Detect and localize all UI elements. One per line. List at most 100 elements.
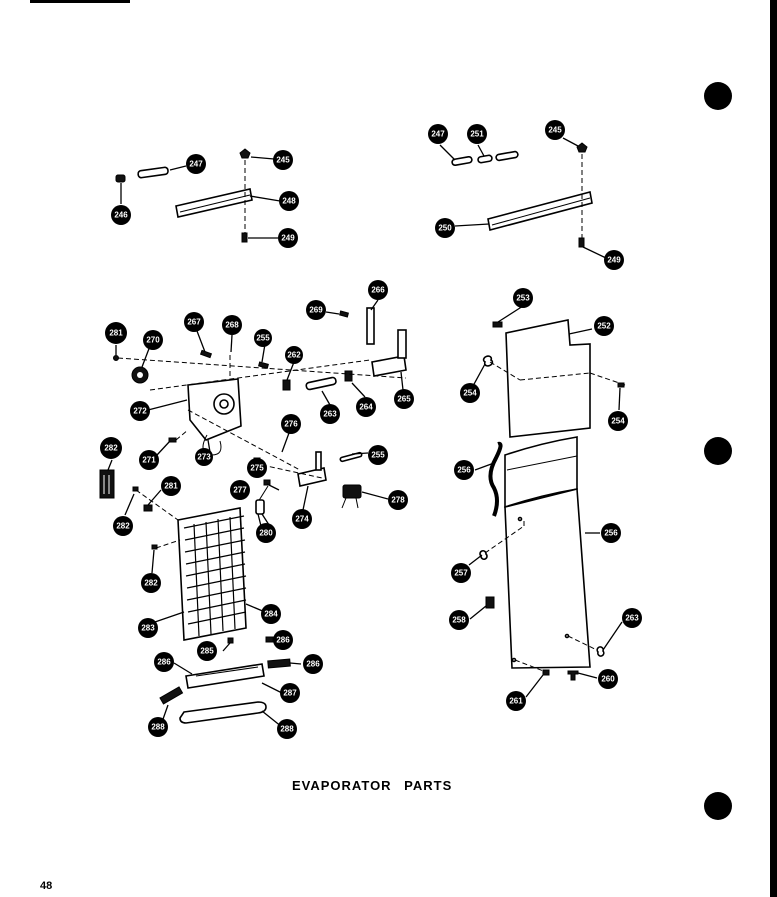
callout-286-b: 286 (154, 652, 174, 672)
svg-text:281: 281 (109, 329, 123, 338)
binder-hole (704, 437, 732, 465)
spacer-part (477, 154, 493, 164)
callout-282-c: 282 (141, 573, 161, 593)
callout-285: 285 (197, 641, 217, 661)
svg-text:264: 264 (359, 403, 373, 412)
bushing-part (115, 174, 126, 183)
callout-256-b: 256 (601, 523, 621, 543)
callout-255-b: 255 (368, 445, 388, 465)
callout-258: 258 (449, 610, 469, 630)
svg-text:287: 287 (283, 689, 297, 698)
screw-part (567, 670, 579, 681)
spring-part (267, 658, 291, 669)
pin-part (451, 155, 473, 167)
svg-text:271: 271 (142, 456, 156, 465)
callout-245-b: 245 (545, 120, 565, 140)
callout-271: 271 (139, 450, 159, 470)
svg-text:263: 263 (625, 614, 639, 623)
callout-282-b: 282 (113, 516, 133, 536)
callout-281-b: 281 (161, 476, 181, 496)
callout-262: 262 (285, 346, 303, 364)
callout-287: 287 (280, 683, 300, 703)
callout-263-b: 263 (622, 608, 642, 628)
svg-text:260: 260 (601, 675, 615, 684)
shelf-rail-part (487, 191, 593, 231)
callout-267: 267 (184, 312, 204, 332)
callout-284: 284 (261, 604, 281, 624)
svg-text:258: 258 (452, 616, 466, 625)
callout-272: 272 (130, 401, 150, 421)
evaporator-covers (468, 305, 626, 698)
callout-281-a: 281 (105, 322, 127, 344)
heater-element-part (179, 701, 267, 724)
screw-part (578, 237, 585, 248)
lower-cover-part (504, 487, 591, 669)
svg-text:276: 276 (284, 420, 298, 429)
svg-text:278: 278 (391, 496, 405, 505)
svg-text:284: 284 (264, 610, 278, 619)
callout-247-b: 247 (428, 124, 448, 144)
svg-text:274: 274 (295, 515, 309, 524)
shelf-rail-part (175, 188, 253, 218)
svg-text:275: 275 (250, 464, 264, 473)
callout-246-a: 246 (111, 205, 131, 225)
scan-mark (30, 0, 130, 3)
callout-283: 283 (138, 618, 158, 638)
switch-part (342, 484, 362, 499)
callout-275: 275 (247, 458, 267, 478)
callout-254-a: 254 (460, 383, 480, 403)
svg-text:256: 256 (457, 466, 471, 475)
svg-text:282: 282 (144, 579, 158, 588)
callout-274: 274 (292, 509, 312, 529)
callout-251: 251 (467, 124, 487, 144)
svg-text:248: 248 (282, 197, 296, 206)
callout-253: 253 (513, 288, 533, 308)
diagram-caption: EVAPORATOR PARTS (292, 778, 453, 793)
cap-part (239, 148, 251, 159)
callout-265: 265 (394, 389, 414, 409)
svg-text:273: 273 (197, 453, 211, 462)
svg-text:249: 249 (281, 234, 295, 243)
svg-text:266: 266 (371, 286, 385, 295)
svg-text:267: 267 (187, 318, 201, 327)
svg-text:286: 286 (157, 658, 171, 667)
svg-text:245: 245 (276, 156, 290, 165)
cap-part (576, 142, 588, 153)
bearing-block-part (371, 355, 407, 377)
callout-286-c: 286 (303, 654, 323, 674)
svg-text:268: 268 (225, 321, 239, 330)
gasket-part (488, 441, 503, 517)
svg-text:253: 253 (516, 294, 530, 303)
pin-part (495, 150, 519, 162)
callout-277: 277 (230, 480, 250, 500)
callout-264: 264 (356, 397, 376, 417)
binder-hole (704, 82, 732, 110)
svg-text:255: 255 (256, 334, 270, 343)
callout-280-a: 280 (256, 523, 276, 543)
svg-text:270: 270 (146, 336, 160, 345)
callout-257: 257 (451, 563, 471, 583)
rod-part (366, 307, 375, 345)
svg-text:254: 254 (611, 417, 625, 426)
callout-250: 250 (435, 218, 455, 238)
callout-249-a: 249 (278, 228, 298, 248)
clamp-part (99, 469, 115, 499)
svg-text:265: 265 (397, 395, 411, 404)
svg-text:281: 281 (164, 482, 178, 491)
evaporator-coil (99, 459, 302, 728)
callout-288-b: 288 (277, 719, 297, 739)
callout-255-a: 255 (254, 329, 272, 347)
svg-text:277: 277 (233, 486, 247, 495)
callout-276: 276 (281, 414, 301, 434)
callout-288-a: 288 (148, 717, 168, 737)
callout-261: 261 (506, 691, 526, 711)
callout-249-b: 249 (604, 250, 624, 270)
svg-text:288: 288 (280, 725, 294, 734)
svg-text:250: 250 (438, 224, 452, 233)
callout-270: 270 (143, 330, 163, 350)
callout-248-a: 248 (279, 191, 299, 211)
svg-text:285: 285 (200, 647, 214, 656)
svg-text:282: 282 (104, 444, 118, 453)
svg-text:257: 257 (454, 569, 468, 578)
